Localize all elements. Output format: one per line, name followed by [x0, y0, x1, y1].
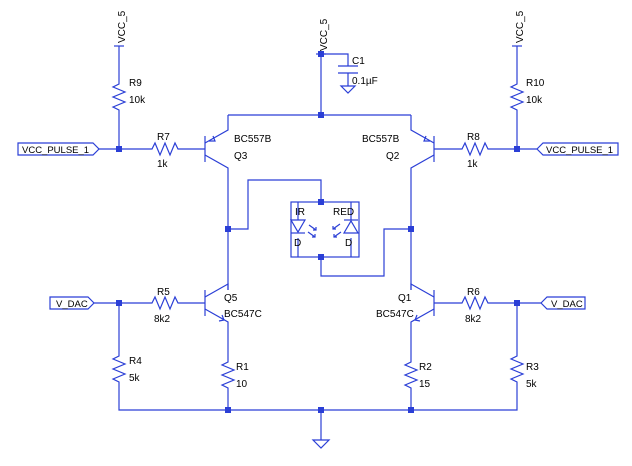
led-red-name: RED [333, 207, 354, 218]
c1-value: 0.1µF [352, 76, 378, 87]
vcc-right-supply: VCC_5 [512, 10, 526, 78]
led-module [290, 201, 360, 258]
resistor-r7: R7 1k [146, 132, 184, 170]
r2-value: 15 [419, 379, 431, 390]
vcc-left-label: VCC_5 [117, 10, 128, 43]
transistor-q3: BC557B Q3 [204, 115, 272, 178]
r10-ref: R10 [526, 78, 545, 89]
flag-dac-left-label: V_DAC [56, 299, 88, 310]
node-dot [225, 407, 231, 413]
transistor-q5: Q5 BC547C [204, 282, 262, 356]
resistor-r6: R6 8k2 [456, 287, 494, 325]
r9-value: 10k [129, 95, 146, 106]
q5-model: BC547C [224, 309, 262, 320]
led-red-type: D [345, 238, 352, 249]
q2-model: BC557B [362, 134, 400, 145]
q5-ref: Q5 [224, 293, 238, 304]
flag-dac-right-label: V_DAC [551, 299, 583, 310]
r4-value: 5k [129, 373, 141, 384]
flag-dac-right: V_DAC [540, 296, 586, 310]
resistor-r1: R1 10 [220, 356, 249, 392]
flag-pulse-right-label: VCC_PULSE_1 [546, 145, 613, 156]
vcc-left-supply: VCC_5 [114, 10, 128, 78]
q1-ref: Q1 [398, 293, 412, 304]
node-dot [514, 146, 520, 152]
r6-ref: R6 [467, 287, 480, 298]
vcc-right-label: VCC_5 [515, 10, 526, 43]
resistor-r2: R2 15 [403, 356, 432, 392]
resistor-r8: R8 1k [456, 132, 494, 170]
resistor-r10: R10 10k [509, 78, 545, 114]
r10-value: 10k [526, 95, 543, 106]
q1-model: BC547C [376, 309, 414, 320]
r9-ref: R9 [129, 78, 142, 89]
r5-value: 8k2 [154, 314, 171, 325]
flag-pulse-right: VCC_PULSE_1 [536, 142, 619, 156]
vcc-center-supply: VCC_5 [316, 18, 330, 115]
led-red: RED D [332, 207, 360, 249]
node-dot [116, 146, 122, 152]
capacitor-c1: C1 0.1µF [338, 56, 378, 94]
led-ir-type: D [294, 238, 301, 249]
resistor-r5: R5 8k2 [146, 287, 184, 325]
flag-dac-left: V_DAC [49, 296, 95, 310]
r1-ref: R1 [236, 362, 249, 373]
transistor-q2: BC557B Q2 [362, 115, 435, 178]
r1-value: 10 [236, 379, 248, 390]
node-dot [318, 112, 324, 118]
c1-ref: C1 [352, 56, 365, 67]
q3-model: BC557B [234, 134, 272, 145]
led-ir: IR D [289, 207, 317, 249]
r7-value: 1k [157, 159, 169, 170]
r2-ref: R2 [419, 362, 432, 373]
resistor-r4: R4 5k [111, 303, 142, 386]
flag-pulse-left-label: VCC_PULSE_1 [22, 145, 89, 156]
resistor-r3: R3 5k [509, 303, 539, 390]
r8-value: 1k [467, 159, 479, 170]
r3-ref: R3 [526, 362, 539, 373]
r8-ref: R8 [467, 132, 480, 143]
q3-ref: Q3 [234, 151, 248, 162]
r4-ref: R4 [129, 356, 142, 367]
r3-value: 5k [526, 379, 538, 390]
r6-value: 8k2 [465, 314, 482, 325]
flag-pulse-left: VCC_PULSE_1 [17, 142, 100, 156]
r7-ref: R7 [157, 132, 170, 143]
ground-symbol [311, 410, 331, 449]
r5-ref: R5 [157, 287, 170, 298]
resistor-r9: R9 10k [111, 78, 146, 114]
led-ir-name: IR [295, 207, 305, 218]
vcc-center-label: VCC_5 [319, 18, 330, 51]
node-dot [408, 407, 414, 413]
transistor-q1: Q1 BC547C [376, 282, 435, 356]
q2-ref: Q2 [386, 151, 400, 162]
